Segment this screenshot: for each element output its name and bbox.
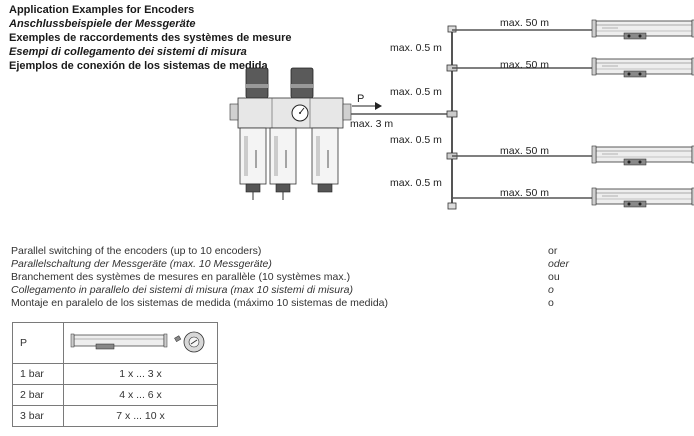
branch-label: max. 0.5 m: [390, 86, 442, 98]
quantity-cell: 7 x ... 10 x: [63, 405, 218, 427]
pressure-table: P 1 bar 1 x ... 3 x: [12, 322, 218, 427]
encoder-line-label: max. 50 m: [500, 59, 549, 71]
rotary-encoder-icon: [173, 331, 204, 352]
alternative-en: or: [548, 245, 558, 257]
title-block: Application Examples for Encoders Anschl…: [9, 3, 291, 73]
main-line-label: max. 3 m: [350, 118, 393, 130]
pressure-cell: 3 bar: [12, 405, 64, 427]
manifold-end-cap: [447, 25, 457, 33]
linear-encoder-icon: [591, 57, 694, 78]
filter-regulator-unit: [229, 67, 352, 200]
alternative-de: oder: [548, 258, 570, 270]
pressure-cell: 2 bar: [12, 384, 64, 406]
quantity-cell: 1 x ... 3 x: [63, 363, 218, 385]
alternative-it: o: [548, 284, 554, 296]
encoder-line-label: max. 50 m: [500, 17, 549, 29]
pressure-label: P: [357, 93, 364, 105]
table-row: 1 bar 1 x ... 3 x: [12, 363, 218, 385]
encoder-pictograms: [70, 331, 204, 352]
title-de: Anschlussbeispiele der Messgeräte: [9, 18, 196, 30]
table-row: 2 bar 4 x ... 6 x: [12, 384, 218, 406]
table-header-row: P: [12, 322, 218, 364]
title-fr: Exemples de raccordements des systèmes d…: [9, 32, 292, 44]
branch-label: max. 0.5 m: [390, 134, 442, 146]
title-en: Application Examples for Encoders: [9, 4, 195, 16]
table-row: 3 bar 7 x ... 10 x: [12, 405, 218, 427]
pressure-header: P: [12, 322, 64, 364]
quantity-cell: 4 x ... 6 x: [63, 384, 218, 406]
connection-diagram: P max. 3 m max. 0.5 m max. 0.5 m max. 0.…: [229, 17, 694, 210]
title-it: Esempi di collegamento dei sistemi di mi…: [9, 46, 247, 58]
pressure-arrow-head: [375, 102, 382, 110]
description-block: Parallel switching of the encoders (up t…: [11, 245, 388, 310]
branch-label: max. 0.5 m: [390, 42, 442, 54]
tee-fitting: [446, 110, 458, 118]
linear-encoder-icon: [591, 145, 694, 166]
description-it: Collegamento in parallelo dei sistemi di…: [11, 284, 353, 296]
description-es: Montaje en paralelo de los sistemas de m…: [11, 297, 389, 309]
pressure-cell: 1 bar: [12, 363, 64, 385]
encoder-line-label: max. 50 m: [500, 145, 549, 157]
alternative-block: or oder ou o o: [548, 245, 569, 310]
title-es: Ejemplos de conexión de los sistemas de …: [9, 60, 268, 72]
description-en: Parallel switching of the encoders (up t…: [11, 245, 262, 257]
linear-encoder-icon: [591, 19, 694, 40]
alternative-fr: ou: [548, 271, 560, 283]
description-de: Parallelschaltung der Messgeräte (max. 1…: [11, 258, 272, 270]
linear-encoder-icon: [591, 187, 694, 208]
description-fr: Branchement des systèmes de mesures en p…: [11, 271, 351, 283]
manifold-end-cap: [447, 202, 457, 210]
linear-encoder-icon: [70, 333, 167, 349]
encoder-header: [63, 322, 218, 364]
branch-label: max. 0.5 m: [390, 177, 442, 189]
encoder-line-label: max. 50 m: [500, 187, 549, 199]
alternative-es: o: [548, 297, 554, 309]
